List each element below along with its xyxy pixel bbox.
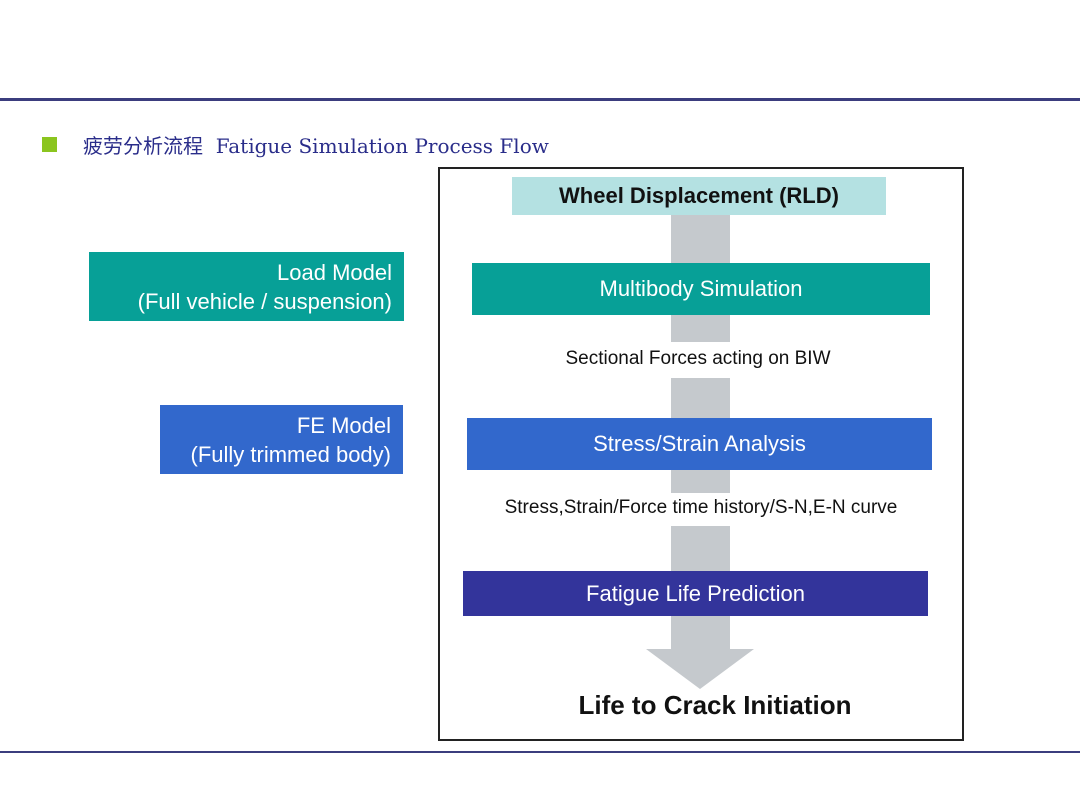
- down-arrow-icon: [646, 649, 754, 689]
- stage-multibody-simulation: Multibody Simulation: [472, 263, 930, 315]
- square-bullet-icon: [42, 137, 57, 152]
- fe-model-title: FE Model: [296, 412, 391, 438]
- stage-fatigue-life-prediction: Fatigue Life Prediction: [463, 571, 928, 616]
- stage-wheel-displacement: Wheel Displacement (RLD): [512, 177, 886, 215]
- load-model-box: Load Model (Full vehicle / suspension): [89, 252, 404, 321]
- label-sectional-forces: Sectional Forces acting on BIW: [565, 348, 831, 369]
- label-life-to-crack-initiation: Life to Crack Initiation: [578, 690, 852, 720]
- top-divider: [0, 98, 1080, 101]
- title-cn: 疲劳分析流程: [83, 134, 203, 158]
- slide-title: 疲劳分析流程 Fatigue Simulation Process Flow: [42, 130, 549, 159]
- bottom-divider: [0, 751, 1080, 753]
- load-model-title: Load Model: [277, 259, 392, 285]
- title-en: Fatigue Simulation Process Flow: [215, 134, 549, 158]
- label-time-history: Stress,Strain/Force time history/S-N,E-N…: [504, 497, 898, 518]
- fe-model-box: FE Model (Fully trimmed body): [160, 405, 403, 474]
- process-flow-frame: [438, 167, 964, 741]
- title-text: 疲劳分析流程 Fatigue Simulation Process Flow: [83, 130, 549, 159]
- fe-model-subtitle: (Fully trimmed body): [190, 441, 391, 467]
- stage-stress-strain-analysis: Stress/Strain Analysis: [467, 418, 932, 470]
- load-model-subtitle: (Full vehicle / suspension): [137, 288, 392, 314]
